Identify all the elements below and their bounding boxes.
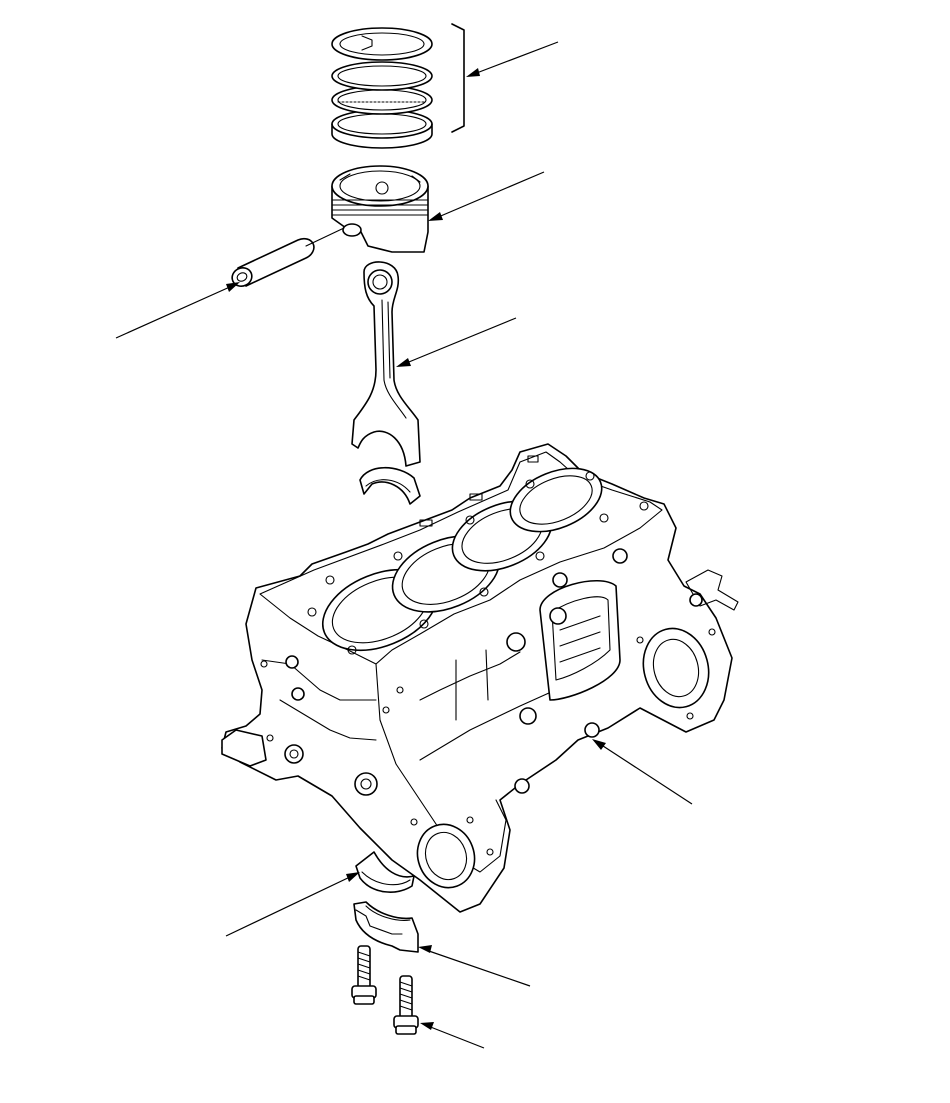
cylinder-bores	[321, 467, 603, 652]
bolts-leader	[420, 1022, 485, 1049]
piston	[331, 165, 429, 253]
main-bearing-leader	[225, 872, 360, 937]
connecting-rod	[351, 261, 421, 467]
main-bearing-cap-bolts	[351, 945, 419, 1035]
piston-rings	[331, 23, 465, 149]
crankshaft-main-bearing-cap	[353, 901, 419, 953]
engine-block-leader	[592, 739, 693, 805]
piston-rings-leader	[466, 41, 559, 77]
bolt-2	[393, 975, 419, 1035]
bolt-1	[351, 945, 377, 1005]
piston-leader	[428, 171, 545, 221]
engine-block	[221, 443, 739, 913]
crankshaft-main-bearing-upper	[355, 851, 415, 893]
connecting-rod-bearing	[359, 467, 421, 505]
connecting-rod-leader	[396, 317, 517, 367]
piston-pin-leader	[115, 282, 240, 339]
piston-pin	[231, 227, 345, 287]
main-bearing-cap-leader	[418, 945, 531, 987]
